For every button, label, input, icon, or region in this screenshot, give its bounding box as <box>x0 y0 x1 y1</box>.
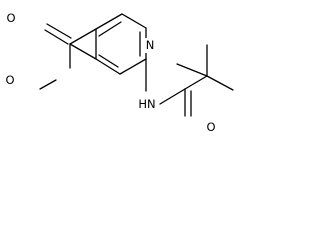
bond-c4-c3a <box>69 28 97 45</box>
bond-ester-c-o-double-a <box>44 29 69 45</box>
bond-quaternary-methyl-right <box>206 75 234 91</box>
pivalamide-group <box>145 44 234 117</box>
atom-labels: O O N HN O <box>3 11 218 134</box>
atom-label-ester-carbonyl-oxygen: O <box>6 11 15 25</box>
bond-c3a-c2a <box>95 13 123 30</box>
bond-c4-ester-c <box>69 43 97 60</box>
bond-nh-carbonyl <box>159 88 186 105</box>
bond-ester-c-o-double-b <box>46 23 72 39</box>
bond-c2a-n <box>121 13 147 29</box>
bond-quaternary-methyl-left <box>176 63 208 77</box>
pyridine-ring <box>69 13 147 75</box>
atom-label-amide-nitrogen: HN <box>138 97 155 111</box>
bond-c2-c3 <box>119 58 147 75</box>
bond-carbonyl-quaternary <box>184 75 208 90</box>
methyl-ester-group <box>39 23 97 90</box>
bond-c3-c4 <box>95 58 121 75</box>
bond-c3-c4-inner <box>98 54 119 68</box>
atom-label-ring-nitrogen: N <box>146 38 155 52</box>
bond-c3a-c2a-inner <box>98 21 122 37</box>
atom-label-methoxy-oxygen: O <box>5 73 14 87</box>
atom-label-amide-oxygen: O <box>206 120 215 134</box>
bond-methoxy-methyl <box>39 79 57 90</box>
chemical-structure-diagram: O O N HN O <box>3 11 234 134</box>
